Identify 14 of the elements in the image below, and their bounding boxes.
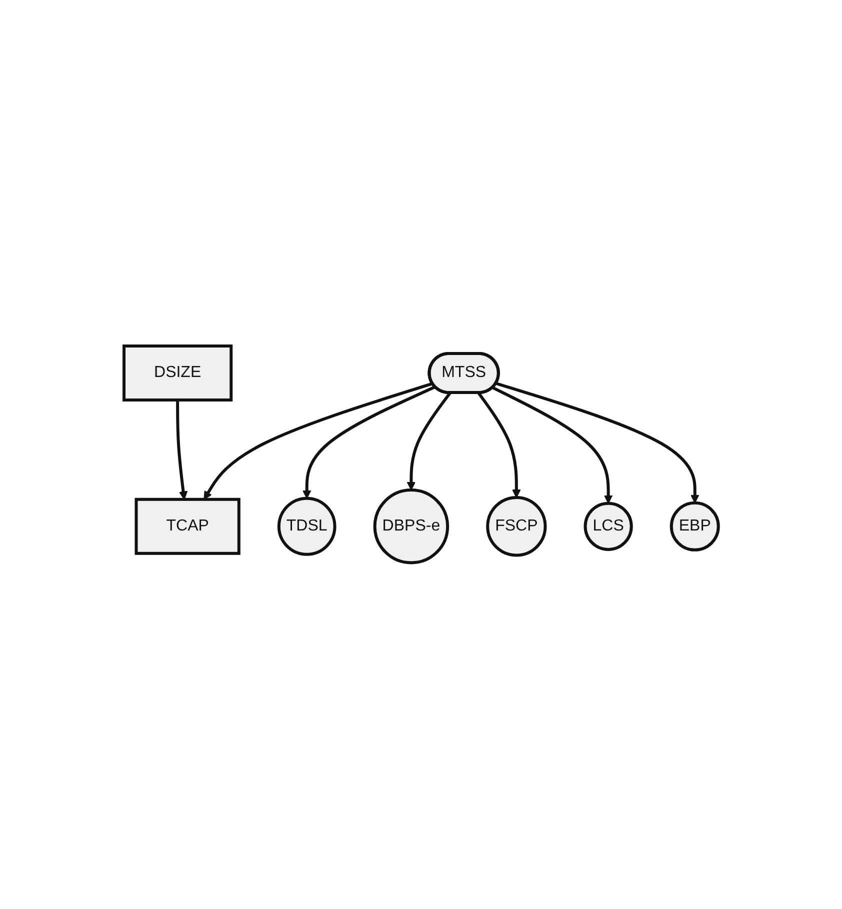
node-box: DSIZE (122, 344, 232, 402)
node-circle: FSCP (486, 496, 547, 557)
arrow (203, 382, 433, 500)
node-circle: LCS (584, 502, 633, 552)
arrow (477, 392, 521, 498)
node-circle: DBPS-e (373, 488, 449, 564)
node-circle: TDSL (277, 497, 336, 556)
arrow (492, 386, 613, 504)
arrow (302, 386, 436, 499)
arrow (406, 392, 452, 490)
arrow (176, 400, 188, 500)
node-circle: EBP (670, 502, 720, 552)
node-box: TCAP (134, 498, 240, 555)
arrow (496, 382, 700, 504)
